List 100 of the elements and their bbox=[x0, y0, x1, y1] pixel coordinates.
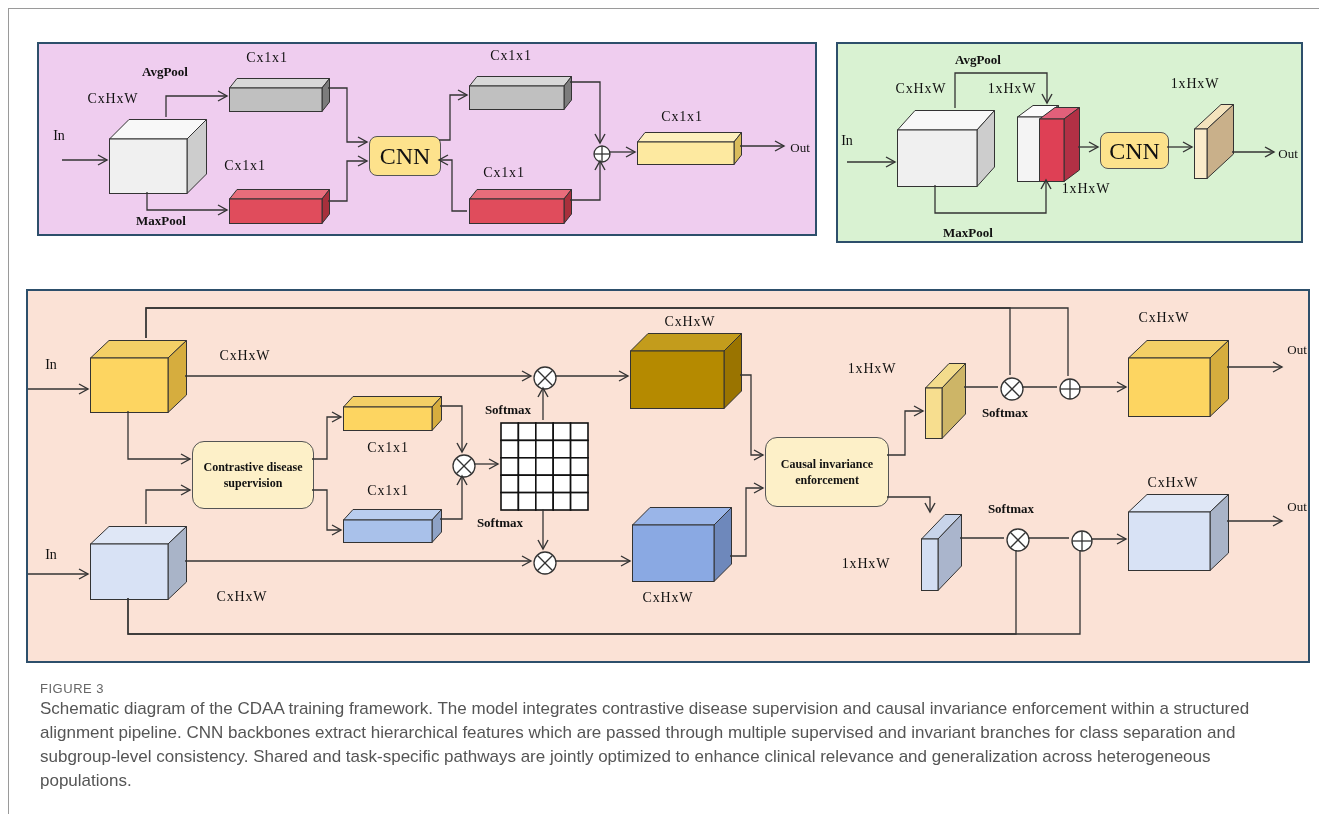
size-label: CxHxW bbox=[216, 587, 268, 606]
arrow bbox=[311, 411, 342, 460]
arrow bbox=[327, 87, 368, 148]
size-label: Cx1x1 bbox=[661, 107, 703, 126]
sum-operator bbox=[1071, 530, 1093, 552]
arrow bbox=[1078, 381, 1127, 393]
arrow bbox=[27, 568, 89, 580]
arrow bbox=[439, 475, 468, 520]
size-label: 1xHxW bbox=[987, 79, 1037, 98]
port-label: In bbox=[45, 355, 57, 374]
arrow bbox=[537, 508, 549, 550]
size-label: Softmax bbox=[987, 500, 1035, 519]
arrow bbox=[569, 160, 606, 201]
port-label: In bbox=[53, 126, 65, 145]
size-label: CxHxW bbox=[219, 346, 271, 365]
feature-bar bbox=[229, 189, 330, 224]
arrow bbox=[146, 191, 228, 216]
feature-cube bbox=[109, 119, 207, 194]
edge-label: MaxPool bbox=[943, 224, 993, 243]
process-box: CNN bbox=[369, 136, 441, 176]
size-label: Softmax bbox=[484, 401, 532, 420]
arrow bbox=[127, 410, 191, 465]
feature-slab bbox=[1039, 107, 1080, 182]
size-label: CxHxW bbox=[87, 89, 139, 108]
arrow bbox=[27, 383, 89, 395]
product-operator bbox=[533, 551, 557, 575]
size-label: CxHxW bbox=[1147, 473, 1199, 492]
size-label: 1xHxW bbox=[1170, 74, 1220, 93]
arrow bbox=[1090, 533, 1127, 545]
size-label: Cx1x1 bbox=[367, 481, 409, 500]
arrow bbox=[886, 405, 924, 456]
arrow bbox=[1077, 141, 1099, 153]
process-box: Contrastive disease supervision bbox=[192, 441, 314, 509]
port-label: In bbox=[45, 545, 57, 564]
arrow bbox=[554, 370, 629, 382]
arrow bbox=[473, 458, 499, 470]
sum-operator bbox=[1059, 378, 1081, 400]
arrow bbox=[184, 555, 532, 567]
feature-slab bbox=[1194, 104, 1234, 179]
feature-cube bbox=[632, 507, 732, 582]
arrow bbox=[537, 387, 549, 421]
arrow bbox=[1166, 141, 1193, 153]
arrow bbox=[739, 374, 764, 461]
process-box: CNN bbox=[1100, 132, 1169, 169]
size-label: CxHxW bbox=[895, 79, 947, 98]
product-operator bbox=[1006, 528, 1030, 552]
arrow bbox=[145, 484, 191, 525]
size-label: Cx1x1 bbox=[490, 46, 532, 65]
size-label: CxHxW bbox=[1138, 308, 1190, 327]
feature-cube bbox=[897, 110, 995, 187]
arrow bbox=[438, 154, 468, 212]
arrow bbox=[438, 89, 468, 141]
size-label: Cx1x1 bbox=[483, 163, 525, 182]
module-panel bbox=[836, 42, 1303, 243]
arrow bbox=[184, 370, 532, 382]
figure-label: FIGURE 3 bbox=[40, 680, 105, 698]
connector-line bbox=[959, 537, 1005, 539]
port-label: Out bbox=[1276, 146, 1300, 162]
product-operator bbox=[452, 454, 476, 478]
arrow bbox=[729, 482, 764, 557]
arrow bbox=[886, 496, 936, 513]
connector-line bbox=[963, 386, 999, 388]
arrow bbox=[311, 489, 342, 536]
port-label: Out bbox=[786, 140, 814, 156]
feature-bar bbox=[343, 396, 442, 431]
feature-slab bbox=[925, 363, 966, 439]
feature-cube bbox=[90, 340, 187, 413]
module-panel bbox=[26, 289, 1310, 663]
size-label: CxHxW bbox=[664, 312, 716, 331]
product-operator bbox=[533, 366, 557, 390]
arrow bbox=[61, 154, 108, 166]
size-label: Softmax bbox=[476, 514, 524, 533]
feature-cube bbox=[90, 526, 187, 600]
sum-operator bbox=[593, 145, 611, 163]
feature-bar bbox=[343, 509, 442, 543]
port-label: Out bbox=[1284, 499, 1310, 529]
connector-line bbox=[1021, 386, 1058, 388]
arrow bbox=[739, 140, 785, 152]
port-label: In bbox=[841, 131, 853, 150]
arrow bbox=[954, 72, 1053, 109]
arrow bbox=[934, 179, 1052, 214]
feature-bar bbox=[229, 78, 330, 112]
arrow bbox=[165, 90, 228, 118]
arrow bbox=[846, 156, 896, 168]
arrow bbox=[554, 555, 631, 567]
size-label: Cx1x1 bbox=[224, 156, 266, 175]
feature-slab bbox=[921, 514, 962, 591]
size-label: 1xHxW bbox=[1061, 179, 1111, 198]
size-label: Softmax bbox=[981, 404, 1029, 423]
feature-bar bbox=[469, 189, 572, 224]
feature-cube bbox=[1128, 340, 1229, 417]
size-label: Cx1x1 bbox=[367, 438, 409, 457]
edge-label: AvgPool bbox=[955, 51, 1001, 70]
edge-label: MaxPool bbox=[136, 212, 186, 231]
feature-bar bbox=[469, 76, 572, 110]
arrow bbox=[608, 146, 636, 158]
arrow bbox=[327, 155, 368, 202]
size-label: 1xHxW bbox=[841, 554, 891, 573]
edge-label: AvgPool bbox=[142, 63, 188, 82]
arrow bbox=[1231, 146, 1275, 158]
